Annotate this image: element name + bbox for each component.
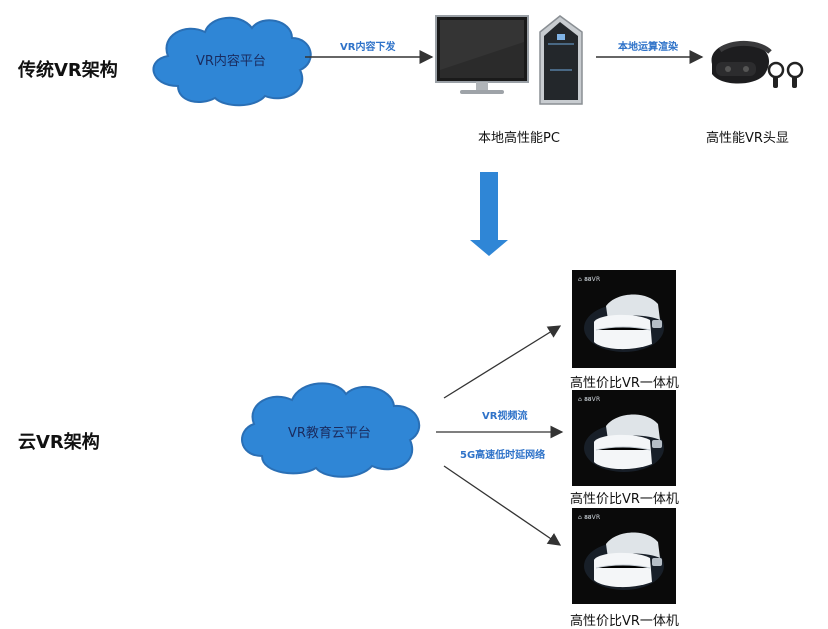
vr-stream-label: VR视频流 xyxy=(482,411,528,422)
all-in-one-vr-device-image: ⌂ 𝟖𝟖VR xyxy=(572,390,676,486)
education-cloud-label: VR教育云平台 xyxy=(288,426,371,441)
vr-device-icon xyxy=(584,294,664,352)
stream-arrow-bottom xyxy=(443,465,562,546)
content-platform-label: VR内容平台 xyxy=(196,54,266,69)
all-in-one-vr-device-image: ⌂ 𝟖𝟖VR xyxy=(572,270,676,368)
monitor-icon xyxy=(435,15,529,94)
network-label: 5G高速低时延网络 xyxy=(460,450,546,461)
device-caption: 高性价比VR一体机 xyxy=(570,614,679,629)
local-render-label: 本地运算渲染 xyxy=(618,42,678,53)
education-cloud-platform xyxy=(241,382,421,478)
device-caption: 高性价比VR一体机 xyxy=(570,376,679,391)
vr-headset-icon xyxy=(711,41,804,88)
device-logo: ⌂ 𝟖𝟖VR xyxy=(578,276,601,283)
device-caption: 高性价比VR一体机 xyxy=(570,492,679,507)
vr-headset-caption: 高性能VR头显 xyxy=(706,131,789,146)
stream-arrow-top xyxy=(443,325,562,399)
all-in-one-vr-device-image: ⌂ 𝟖𝟖VR xyxy=(572,508,676,604)
cloud-vr-section-title: 云VR架构 xyxy=(18,432,100,453)
traditional-vr-section-title: 传统VR架构 xyxy=(18,60,118,81)
pc-tower-icon xyxy=(539,15,583,105)
content-platform-cloud xyxy=(152,16,312,107)
vr-device-icon xyxy=(584,414,664,472)
device-logo: ⌂ 𝟖𝟖VR xyxy=(578,514,601,521)
local-pc-caption: 本地高性能PC xyxy=(478,131,560,146)
transition-down-arrow xyxy=(470,172,508,256)
device-logo: ⌂ 𝟖𝟖VR xyxy=(578,396,601,403)
vr-device-icon xyxy=(584,532,664,590)
content-delivery-label: VR内容下发 xyxy=(340,42,396,53)
